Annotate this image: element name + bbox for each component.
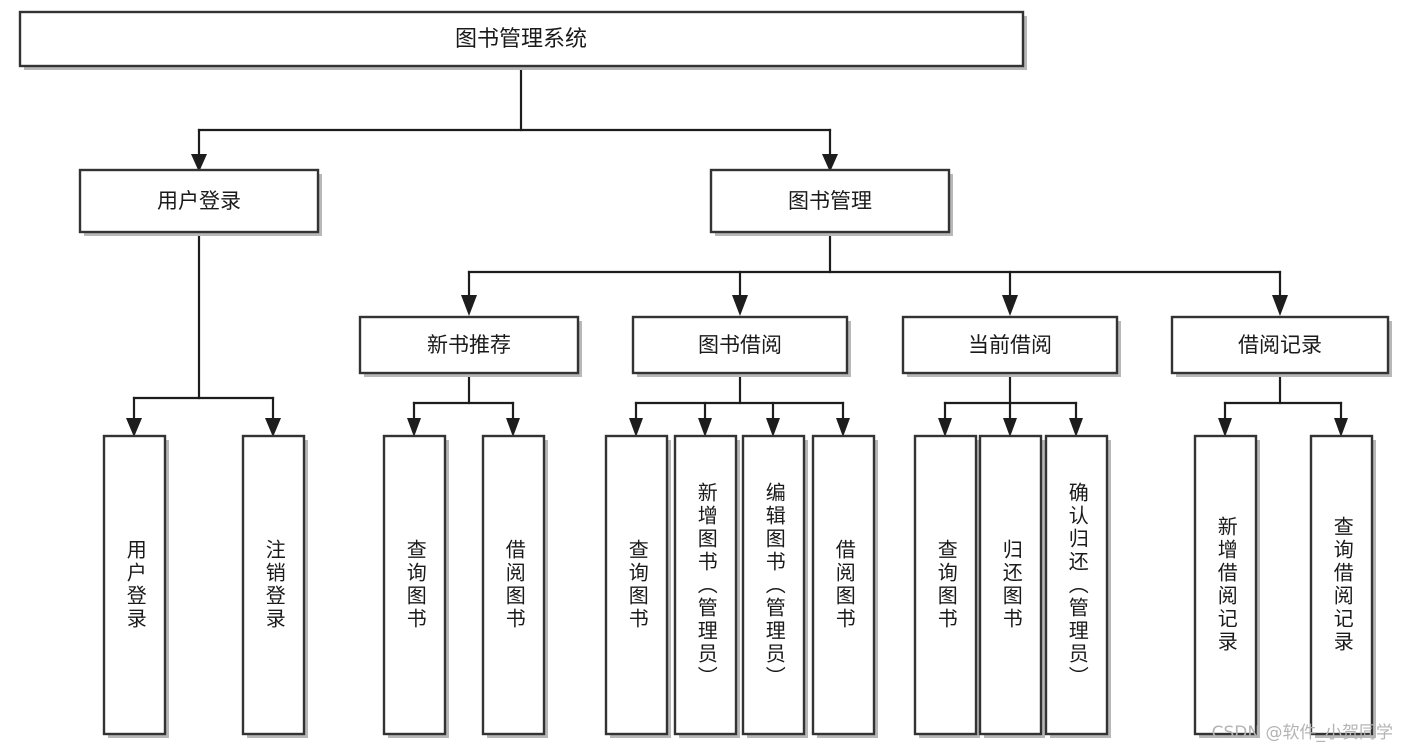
arrow-new-book-leaf1 <box>407 418 421 437</box>
arrow-current-borrow-leaf3 <box>1069 418 1083 437</box>
node-book-borrow-label: 图书借阅 <box>698 333 782 357</box>
leaf-box-book-borrow-2[interactable] <box>741 434 808 738</box>
node-borrow-record-label: 借阅记录 <box>1238 333 1322 357</box>
arrow-current-borrow-leaf1 <box>938 418 952 437</box>
leaf-box-user-login-1[interactable] <box>241 434 308 738</box>
node-current-borrow[interactable]: 当前借阅 <box>901 315 1121 377</box>
leaf-box-borrow-record-0[interactable] <box>1193 434 1260 738</box>
csdn-watermark: CSDN @软件_小贺同学 <box>1211 723 1393 743</box>
node-root[interactable]: 图书管理系统 <box>18 10 1027 70</box>
leaf-box-borrow-record-1[interactable] <box>1309 434 1376 738</box>
arrow-to-borrow-record <box>1272 295 1288 316</box>
leaf-box-current-borrow-2[interactable] <box>1044 434 1111 738</box>
node-user-login-label: 用户登录 <box>157 189 241 213</box>
arrow-user-login-leaf1 <box>126 418 142 437</box>
leaf-box-current-borrow-0[interactable] <box>913 434 980 738</box>
arrow-to-book-manage <box>822 154 838 172</box>
leaf-box-current-borrow-1[interactable] <box>978 434 1045 738</box>
arrow-borrow-record-leaf2 <box>1334 418 1348 437</box>
arrow-to-new-book <box>461 295 477 316</box>
node-new-book-recommend[interactable]: 新书推荐 <box>358 315 582 377</box>
arrow-book-borrow-leaf4 <box>836 418 850 437</box>
node-book-borrow[interactable]: 图书借阅 <box>631 315 851 377</box>
arrow-current-borrow-leaf2 <box>1003 418 1017 437</box>
leaf-box-book-borrow-0[interactable] <box>604 434 671 738</box>
node-current-borrow-label: 当前借阅 <box>968 333 1052 357</box>
arrow-user-login-leaf2 <box>265 418 281 437</box>
arrow-book-borrow-leaf2 <box>698 418 712 437</box>
connector-layer <box>126 64 1348 437</box>
node-new-book-recommend-label: 新书推荐 <box>427 333 511 357</box>
arrow-to-book-borrow <box>732 295 748 316</box>
leaf-box-new-book-0[interactable] <box>382 434 449 738</box>
arrow-book-borrow-leaf3 <box>766 418 780 437</box>
node-borrow-record[interactable]: 借阅记录 <box>1170 315 1392 377</box>
leaf-box-new-book-1[interactable] <box>481 434 548 738</box>
node-book-manage-label: 图书管理 <box>788 189 872 213</box>
arrow-borrow-record-leaf1 <box>1218 418 1232 437</box>
node-user-login[interactable]: 用户登录 <box>78 168 322 236</box>
node-book-manage[interactable]: 图书管理 <box>709 168 953 236</box>
arrow-to-current-borrow <box>1002 295 1018 316</box>
arrow-book-borrow-leaf1 <box>629 418 643 437</box>
leaf-box-user-login-0[interactable] <box>102 434 169 738</box>
leaf-box-book-borrow-3[interactable] <box>811 434 878 738</box>
arrow-to-user-login <box>191 154 207 172</box>
arrow-new-book-leaf2 <box>506 418 520 437</box>
leaf-box-book-borrow-1[interactable] <box>673 434 740 738</box>
node-root-label: 图书管理系统 <box>455 27 587 52</box>
